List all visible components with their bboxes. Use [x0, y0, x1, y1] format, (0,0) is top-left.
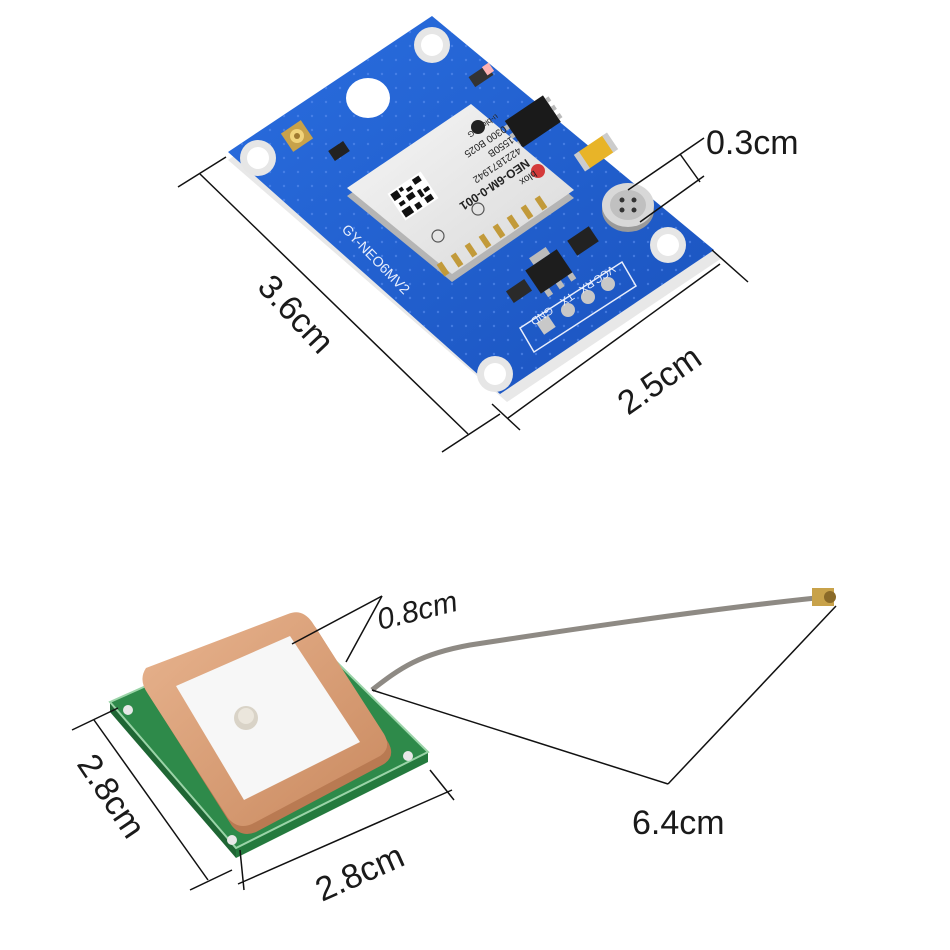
antenna-top-surface — [176, 636, 360, 800]
ublox-dot-icon — [471, 120, 485, 134]
gps-module: blox NEO-6M-0-001 4221871942 1550B 0300 … — [228, 16, 722, 402]
mounting-hole — [414, 27, 450, 63]
tantalum-capacitor — [573, 132, 619, 172]
pin-pad — [581, 290, 595, 304]
dim-cable-length: 6.4cm — [632, 804, 725, 842]
voltage-regulator — [525, 247, 577, 298]
dim-battery-height: 0.3cm — [706, 124, 799, 162]
smd-component — [328, 140, 350, 162]
backup-battery — [602, 183, 654, 232]
smd-component — [567, 226, 599, 256]
pin-pad — [536, 315, 556, 335]
ufl-plug — [812, 588, 836, 606]
pin-pad — [601, 277, 615, 291]
mounting-hole — [240, 140, 276, 176]
mounting-hole — [477, 356, 513, 392]
pin-header — [518, 260, 638, 354]
dim-board-width: 2.5cm — [611, 338, 709, 422]
patch-antenna — [108, 612, 430, 858]
ublox-logo-icon — [531, 164, 545, 178]
ufl-connector — [280, 120, 314, 152]
dim-board-length: 3.6cm — [250, 268, 341, 362]
dim-antenna-thickness: 0.8cm — [374, 585, 461, 637]
dimension-lines-antenna — [71, 595, 837, 891]
e3-mark-icon — [431, 229, 445, 243]
dim-antenna-width: 2.8cm — [310, 837, 410, 909]
chip-pins — [436, 195, 548, 277]
pin-pad — [561, 303, 575, 317]
antenna-cable — [370, 595, 817, 692]
gps-chip-shield: blox NEO-6M-0-001 4221871942 1550B 0300 … — [347, 104, 574, 282]
pb-mark-icon — [471, 202, 485, 216]
smd-component — [505, 279, 533, 303]
mounting-hole — [650, 227, 686, 263]
dim-antenna-length: 2.8cm — [69, 747, 152, 845]
qr-code — [387, 171, 439, 221]
large-hole — [346, 78, 390, 118]
dimension-lines-module — [177, 137, 749, 453]
